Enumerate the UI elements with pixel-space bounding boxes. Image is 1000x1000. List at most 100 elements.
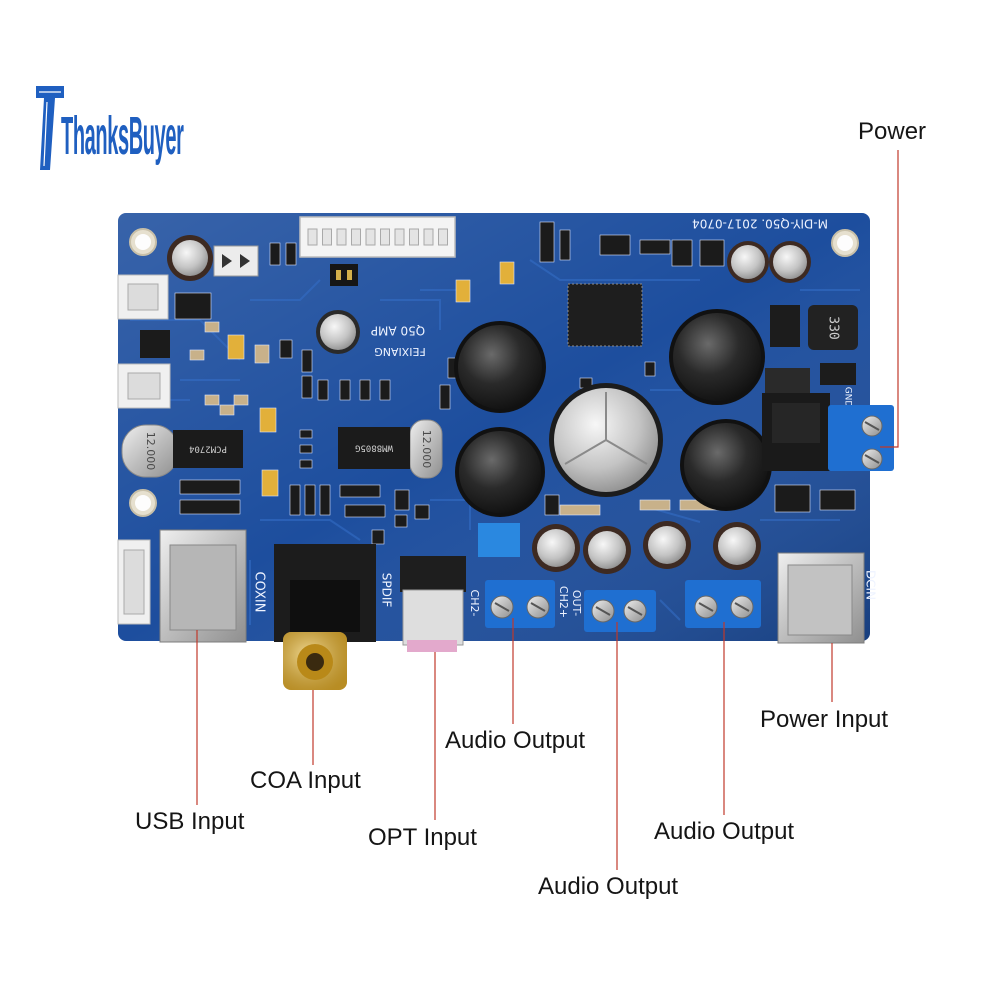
- regulator-chip: [140, 330, 170, 358]
- usb-audio-chip-marking: PCM2704: [189, 444, 227, 454]
- pcb-trace: [130, 319, 241, 361]
- terminal-screw-slot: [734, 602, 750, 612]
- main-filter-capacitor: [549, 383, 663, 497]
- smd-component: [179, 479, 241, 495]
- jumper-pin: [347, 270, 352, 280]
- header-pin: [394, 228, 405, 246]
- header-pin: [423, 228, 434, 246]
- smd-component: [819, 489, 856, 511]
- electrolytic-capacitor: [316, 310, 360, 354]
- capacitor-top: [684, 423, 768, 507]
- smd-component: [559, 229, 571, 261]
- audio-terminal-block: [584, 590, 656, 632]
- smd-component: [639, 499, 671, 511]
- dc-power-jack: [777, 552, 865, 644]
- smd-component: [339, 484, 381, 498]
- capacitor-top: [459, 431, 541, 513]
- ch2-minus-marking: CH2-: [468, 590, 481, 617]
- capacitor-top: [731, 245, 765, 279]
- smd-component: [414, 504, 430, 520]
- spdif-marking: SPDIF: [380, 573, 394, 608]
- smd-component: [394, 489, 410, 511]
- regulator-pins: [765, 368, 810, 394]
- audio-terminal-block: [485, 580, 555, 628]
- dcin-marking: DCIN: [864, 570, 878, 600]
- terminal-screw-slot: [627, 606, 643, 616]
- smd-component: [261, 469, 279, 497]
- jumper-header: [330, 264, 358, 286]
- smd-component: [371, 529, 385, 545]
- supply-capacitor: [727, 241, 769, 283]
- smd-component: [299, 459, 313, 469]
- terminal-screw-slot: [494, 602, 510, 612]
- smd-diode: [820, 363, 856, 385]
- capacitor-top: [172, 240, 208, 276]
- smd-component: [189, 349, 205, 361]
- terminal-body: [828, 405, 894, 471]
- pcb-trace: [380, 299, 441, 330]
- smd-component: [174, 292, 212, 320]
- smd-component: [439, 384, 451, 410]
- capacitor-top: [320, 314, 356, 350]
- electrolytic-capacitor: [167, 235, 213, 281]
- terminal-screw-slot: [530, 602, 546, 612]
- smd-component: [204, 321, 220, 333]
- large-capacitor: [680, 419, 772, 511]
- capacitor-top: [673, 313, 761, 401]
- jst-connector-slot: [127, 372, 161, 400]
- optical-body: [402, 589, 464, 646]
- smd-component: [317, 379, 329, 401]
- spdif-receiver-chip: [338, 427, 410, 469]
- smd-component: [219, 404, 235, 416]
- header-pin: [380, 228, 390, 246]
- callout-power: Power: [858, 118, 927, 145]
- pcb-trace: [659, 599, 681, 621]
- large-capacitor: [454, 321, 546, 413]
- smd-component: [301, 375, 313, 399]
- power-inductor-marking: 330: [826, 316, 841, 339]
- smd-component: [344, 504, 386, 518]
- terminal-screw-slot: [864, 421, 880, 431]
- supply-capacitor: [769, 241, 811, 283]
- power-inductor: [808, 305, 858, 350]
- jst-connector-slot: [123, 549, 145, 615]
- callout-audio-output-b: Audio Output: [538, 873, 679, 900]
- schottky-diode: [770, 305, 800, 347]
- callout-audio-output-c: Audio Output: [654, 818, 795, 845]
- smd-component: [304, 484, 316, 516]
- crystal-right-marking: 12.000: [420, 430, 433, 469]
- smd-component: [259, 407, 277, 433]
- jst-connector-slot: [127, 283, 159, 311]
- jumper-pin: [336, 270, 341, 280]
- header-pin: [365, 228, 376, 246]
- top-header-connector: [299, 216, 456, 258]
- capacitor-top: [718, 527, 756, 565]
- smd-component: [499, 261, 515, 285]
- mounting-hole-center: [135, 234, 151, 250]
- capacitor-top: [458, 325, 542, 409]
- power-terminal-block: [828, 405, 894, 471]
- ch2-plus-marking: CH2+: [557, 586, 570, 618]
- terminal-screw-slot: [864, 454, 880, 464]
- brand-logo-text: ThanksBuyer: [61, 106, 184, 166]
- smd-component: [455, 279, 471, 303]
- usb-face: [169, 544, 237, 631]
- smd-component: [379, 379, 391, 401]
- voltage-regulator-tab: [772, 403, 820, 443]
- callout-opt-input: OPT Input: [368, 824, 477, 851]
- smd-component: [289, 484, 301, 516]
- smd-component: [359, 379, 371, 401]
- gnd-marking: GND: [843, 387, 853, 408]
- smd-component: [539, 221, 555, 263]
- smd-component: [394, 514, 408, 528]
- smd-component: [254, 344, 270, 364]
- callout-power-input: Power Input: [760, 706, 889, 733]
- pcb-trace: [250, 279, 321, 301]
- board-amp-marking: Q50 AMP: [371, 324, 425, 338]
- board-maker-marking: FEIXIANG: [374, 345, 426, 358]
- amplifier-chip: [567, 283, 643, 347]
- output-capacitor: [532, 524, 580, 572]
- smd-component: [233, 394, 249, 406]
- output-capacitor: [643, 521, 691, 569]
- header-pin: [307, 228, 318, 246]
